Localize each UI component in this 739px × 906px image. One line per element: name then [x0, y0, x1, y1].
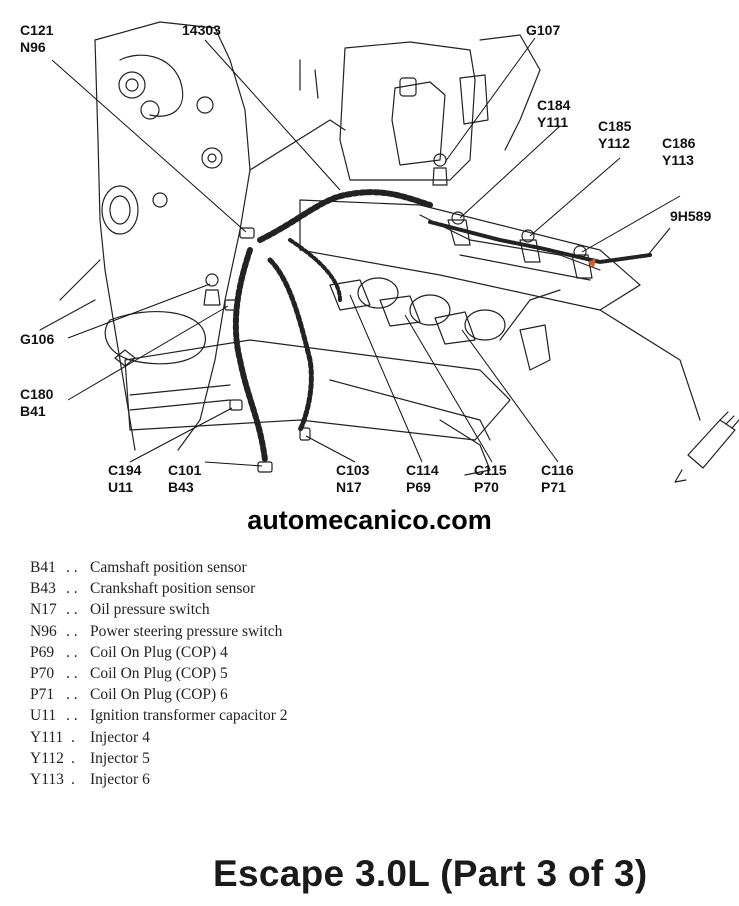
harness-marker [588, 258, 596, 268]
legend-row: Y113. Injector 6 [30, 769, 288, 790]
legend-separator: . . [66, 622, 78, 640]
callout-g107: G107 [526, 22, 561, 38]
legend-row: P69 . . Coil On Plug (COP) 4 [30, 642, 288, 663]
upper-housing [339, 41, 476, 181]
legend-code: Y112 [30, 749, 64, 767]
legend-separator: . . [66, 559, 78, 576]
callout-c114-p69: C114 P69 [406, 462, 439, 495]
legend-separator: . . [66, 643, 78, 661]
legend-description: Injector 5 [90, 749, 150, 767]
legend-code: Y111 [30, 728, 64, 746]
legend-separator: . [71, 728, 75, 746]
valve-cover [124, 339, 511, 441]
legend-row: B43 . . Crankshaft position sensor [30, 578, 288, 599]
connector-c180 [224, 299, 238, 311]
coil-on-plug-4 [329, 277, 399, 311]
legend-code: Y113 [30, 770, 64, 788]
coil-on-plug-5 [379, 294, 451, 327]
legend-code: N96 [30, 622, 57, 640]
legend-row: N17 . . Oil pressure switch [30, 599, 288, 620]
legend-description: Camshaft position sensor [90, 559, 247, 576]
legend-row: N96 . . Power steering pressure switch [30, 621, 288, 642]
connector-c121 [239, 227, 255, 239]
callout-c194-u11: C194 U11 [108, 462, 142, 495]
leader-lines [51, 37, 681, 467]
connector-c103 [299, 427, 311, 441]
legend-separator: . . [66, 601, 78, 619]
callout-c101-b43: C101 B43 [168, 462, 202, 495]
ground-g106 [203, 273, 221, 306]
legend-description: Injector 4 [90, 728, 150, 746]
legend-row: Y112. Injector 5 [30, 748, 288, 769]
callout-14303: 14303 [182, 22, 221, 38]
callout-c103-n17: C103 N17 [336, 462, 370, 495]
legend-code: N17 [30, 601, 57, 619]
callout-c121-n96: C121 N96 [20, 22, 54, 55]
coil-on-plug-6 [434, 309, 506, 345]
connector-c194 [229, 399, 243, 411]
loose-connector-icon [674, 411, 739, 483]
callout-9h589: 9H589 [670, 208, 712, 224]
legend-code: U11 [30, 707, 57, 725]
legend-code: B43 [30, 580, 56, 598]
legend-separator: . . [66, 686, 78, 704]
callout-c185-y112: C185 Y112 [598, 118, 632, 151]
legend-row: U11 . . Ignition transformer capacitor 2 [30, 705, 288, 726]
legend-code: P71 [30, 686, 55, 704]
legend-description: Coil On Plug (COP) 4 [90, 643, 228, 661]
callout-c180-b41: C180 B41 [20, 386, 54, 419]
callout-g106: G106 [20, 331, 55, 347]
legend-code: P70 [30, 664, 55, 682]
engine-illustration [39, 21, 739, 483]
legend-separator: . [71, 770, 75, 788]
legend-description: Injector 6 [90, 770, 150, 788]
injector-4 [447, 211, 471, 246]
diagram-title: Escape 3.0L (Part 3 of 3) [213, 853, 648, 894]
callout-c186-y113: C186 Y113 [662, 135, 696, 168]
fuel-rail [299, 199, 641, 311]
injector-5 [519, 229, 541, 263]
callout-c115-p70: C115 P70 [474, 462, 507, 495]
legend-description: Power steering pressure switch [90, 622, 283, 640]
legend-row: Y111. Injector 4 [30, 727, 288, 748]
site-watermark: automecanico.com [247, 505, 492, 535]
legend-code: P69 [30, 643, 55, 661]
legend-row: B41 . . Camshaft position sensor [30, 557, 288, 578]
legend-description: Ignition transformer capacitor 2 [90, 707, 288, 725]
legend-description: Coil On Plug (COP) 5 [90, 664, 228, 682]
legend-row: P71 . . Coil On Plug (COP) 6 [30, 684, 288, 705]
legend-code: B41 [30, 559, 56, 576]
legend-description: Oil pressure switch [90, 601, 210, 619]
legend-separator: . . [66, 580, 78, 598]
connector-c101 [257, 461, 273, 473]
engine-wiring-diagram [39, 21, 739, 483]
legend-row: P70 . . Coil On Plug (COP) 5 [30, 663, 288, 684]
callout-c116-p71: C116 P71 [541, 462, 574, 495]
legend-description: Coil On Plug (COP) 6 [90, 686, 228, 704]
legend-separator: . [71, 749, 75, 767]
legend-separator: . . [66, 664, 78, 682]
legend-separator: . . [66, 707, 78, 725]
callout-c184-y111: C184 Y111 [537, 97, 571, 130]
legend-description: Crankshaft position sensor [90, 580, 256, 598]
